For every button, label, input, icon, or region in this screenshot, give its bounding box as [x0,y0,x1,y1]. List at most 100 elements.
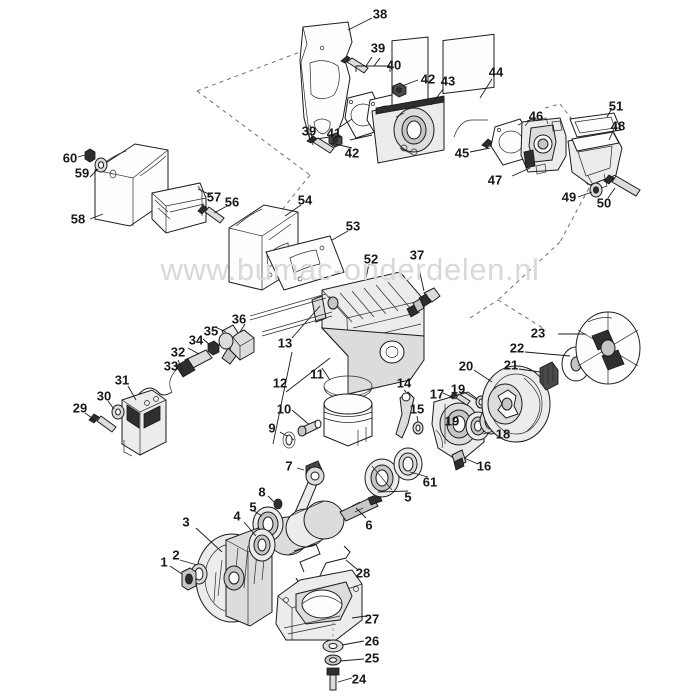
callout-2: 2 [172,547,180,563]
callout-17: 17 [429,386,445,402]
part-10-wrist-pin [297,419,322,437]
part-26-washer [322,639,365,653]
part-31-ignition-coil [121,385,167,457]
part-27-crankcase [275,569,367,644]
part-1-nut [169,565,197,591]
part-14-oil-pump-lever [395,389,415,439]
part-23-clutch-assembly [558,311,641,385]
callout-44: 44 [488,64,504,80]
callout-3: 3 [182,514,190,530]
callout-8: 8 [258,484,266,500]
part-52-cylinder [249,263,425,395]
part-53-gasket-sheet [265,230,349,291]
part-8-crank-pin [267,495,283,510]
callout-7: 7 [285,458,293,474]
callout-5-lower: 5 [249,499,257,515]
callout-33: 33 [163,358,179,374]
callout-18: 18 [495,426,511,442]
callout-12: 12 [272,375,288,391]
part-29-screw [84,412,117,433]
part-9-circlip [282,431,296,449]
callout-15: 15 [409,401,425,417]
callout-61: 61 [422,474,438,490]
callout-39: 39 [370,40,386,56]
part-25-lock-washer [324,654,365,666]
callout-21: 21 [503,357,519,373]
callout-56: 56 [224,194,240,210]
callout-1: 1 [160,554,168,570]
callout-16: 16 [476,458,492,474]
callout-29: 29 [72,400,88,416]
part-48-filter-housing [567,128,623,191]
leader-lines-9-13 [272,305,331,445]
callout-19: 19 [450,381,466,397]
callout-36: 36 [231,311,247,327]
part-47-carburetor [511,117,567,177]
part-6-crankshaft [235,466,383,567]
callout-50: 50 [596,195,612,211]
callout-19-lower: 19 [444,413,460,429]
callout-45: 45 [454,145,470,161]
part-60-nut [77,148,96,163]
part-36-plug-boot [221,323,255,365]
part-44-heat-shield [442,33,495,138]
callout-9: 9 [268,420,276,436]
callout-11: 11 [310,366,324,382]
callout-34: 34 [188,332,204,348]
callout-27: 27 [364,611,380,627]
callout-13: 13 [277,335,293,351]
part-61-oil-seal [393,447,429,481]
callout-30: 30 [96,388,112,404]
callout-25: 25 [364,650,380,666]
callout-57: 57 [206,189,222,205]
callout-40: 40 [386,57,402,73]
callout-24: 24 [351,671,367,687]
part-42-nuts [328,79,419,149]
part-37-decompression-valve [406,263,441,318]
callout-20: 20 [458,358,474,374]
part-24-bolt [326,667,353,691]
callout-39-lower: 39 [301,123,317,139]
part-15-pin-washer [412,415,424,435]
callout-43: 43 [440,73,456,89]
part-56-screw [197,204,230,224]
callout-42-lower: 42 [344,145,360,161]
callout-4: 4 [233,508,241,524]
part-38-engine-shroud [299,17,373,141]
callout-14: 14 [396,375,412,391]
callout-32: 32 [170,344,186,360]
callout-28: 28 [355,565,371,581]
callout-42: 42 [420,71,436,87]
callout-60: 60 [62,150,78,166]
part-43-intake-flange [371,87,445,164]
part-34-nut [202,338,220,356]
callout-37: 37 [409,247,425,263]
part-35-spark-plug [214,324,239,350]
callout-59: 59 [74,165,90,181]
callout-49: 49 [561,189,577,205]
part-30-washer [107,400,125,420]
part-58-air-filter-cover [89,143,169,227]
part-51-filter-seal [569,107,622,138]
part-17-19-fasteners [442,390,487,409]
part-4-flywheel-bearing [243,521,276,562]
callout-5: 5 [404,489,412,505]
part-12-piston [323,393,373,447]
callout-38: 38 [372,6,388,22]
part-49-washer [577,182,603,198]
callout-10: 10 [276,401,292,417]
callout-48: 48 [610,118,626,134]
callout-35: 35 [203,323,219,339]
part-59-washer [89,157,108,178]
callout-6: 6 [365,517,373,533]
callout-23: 23 [530,325,546,341]
callout-51: 51 [608,98,624,114]
callout-41: 41 [326,125,342,141]
part-20-clutch-drum [473,365,551,443]
callout-52: 52 [363,251,379,267]
callout-46: 46 [528,108,544,124]
callout-31: 31 [114,372,130,388]
part-57-air-filter-element [151,182,212,234]
